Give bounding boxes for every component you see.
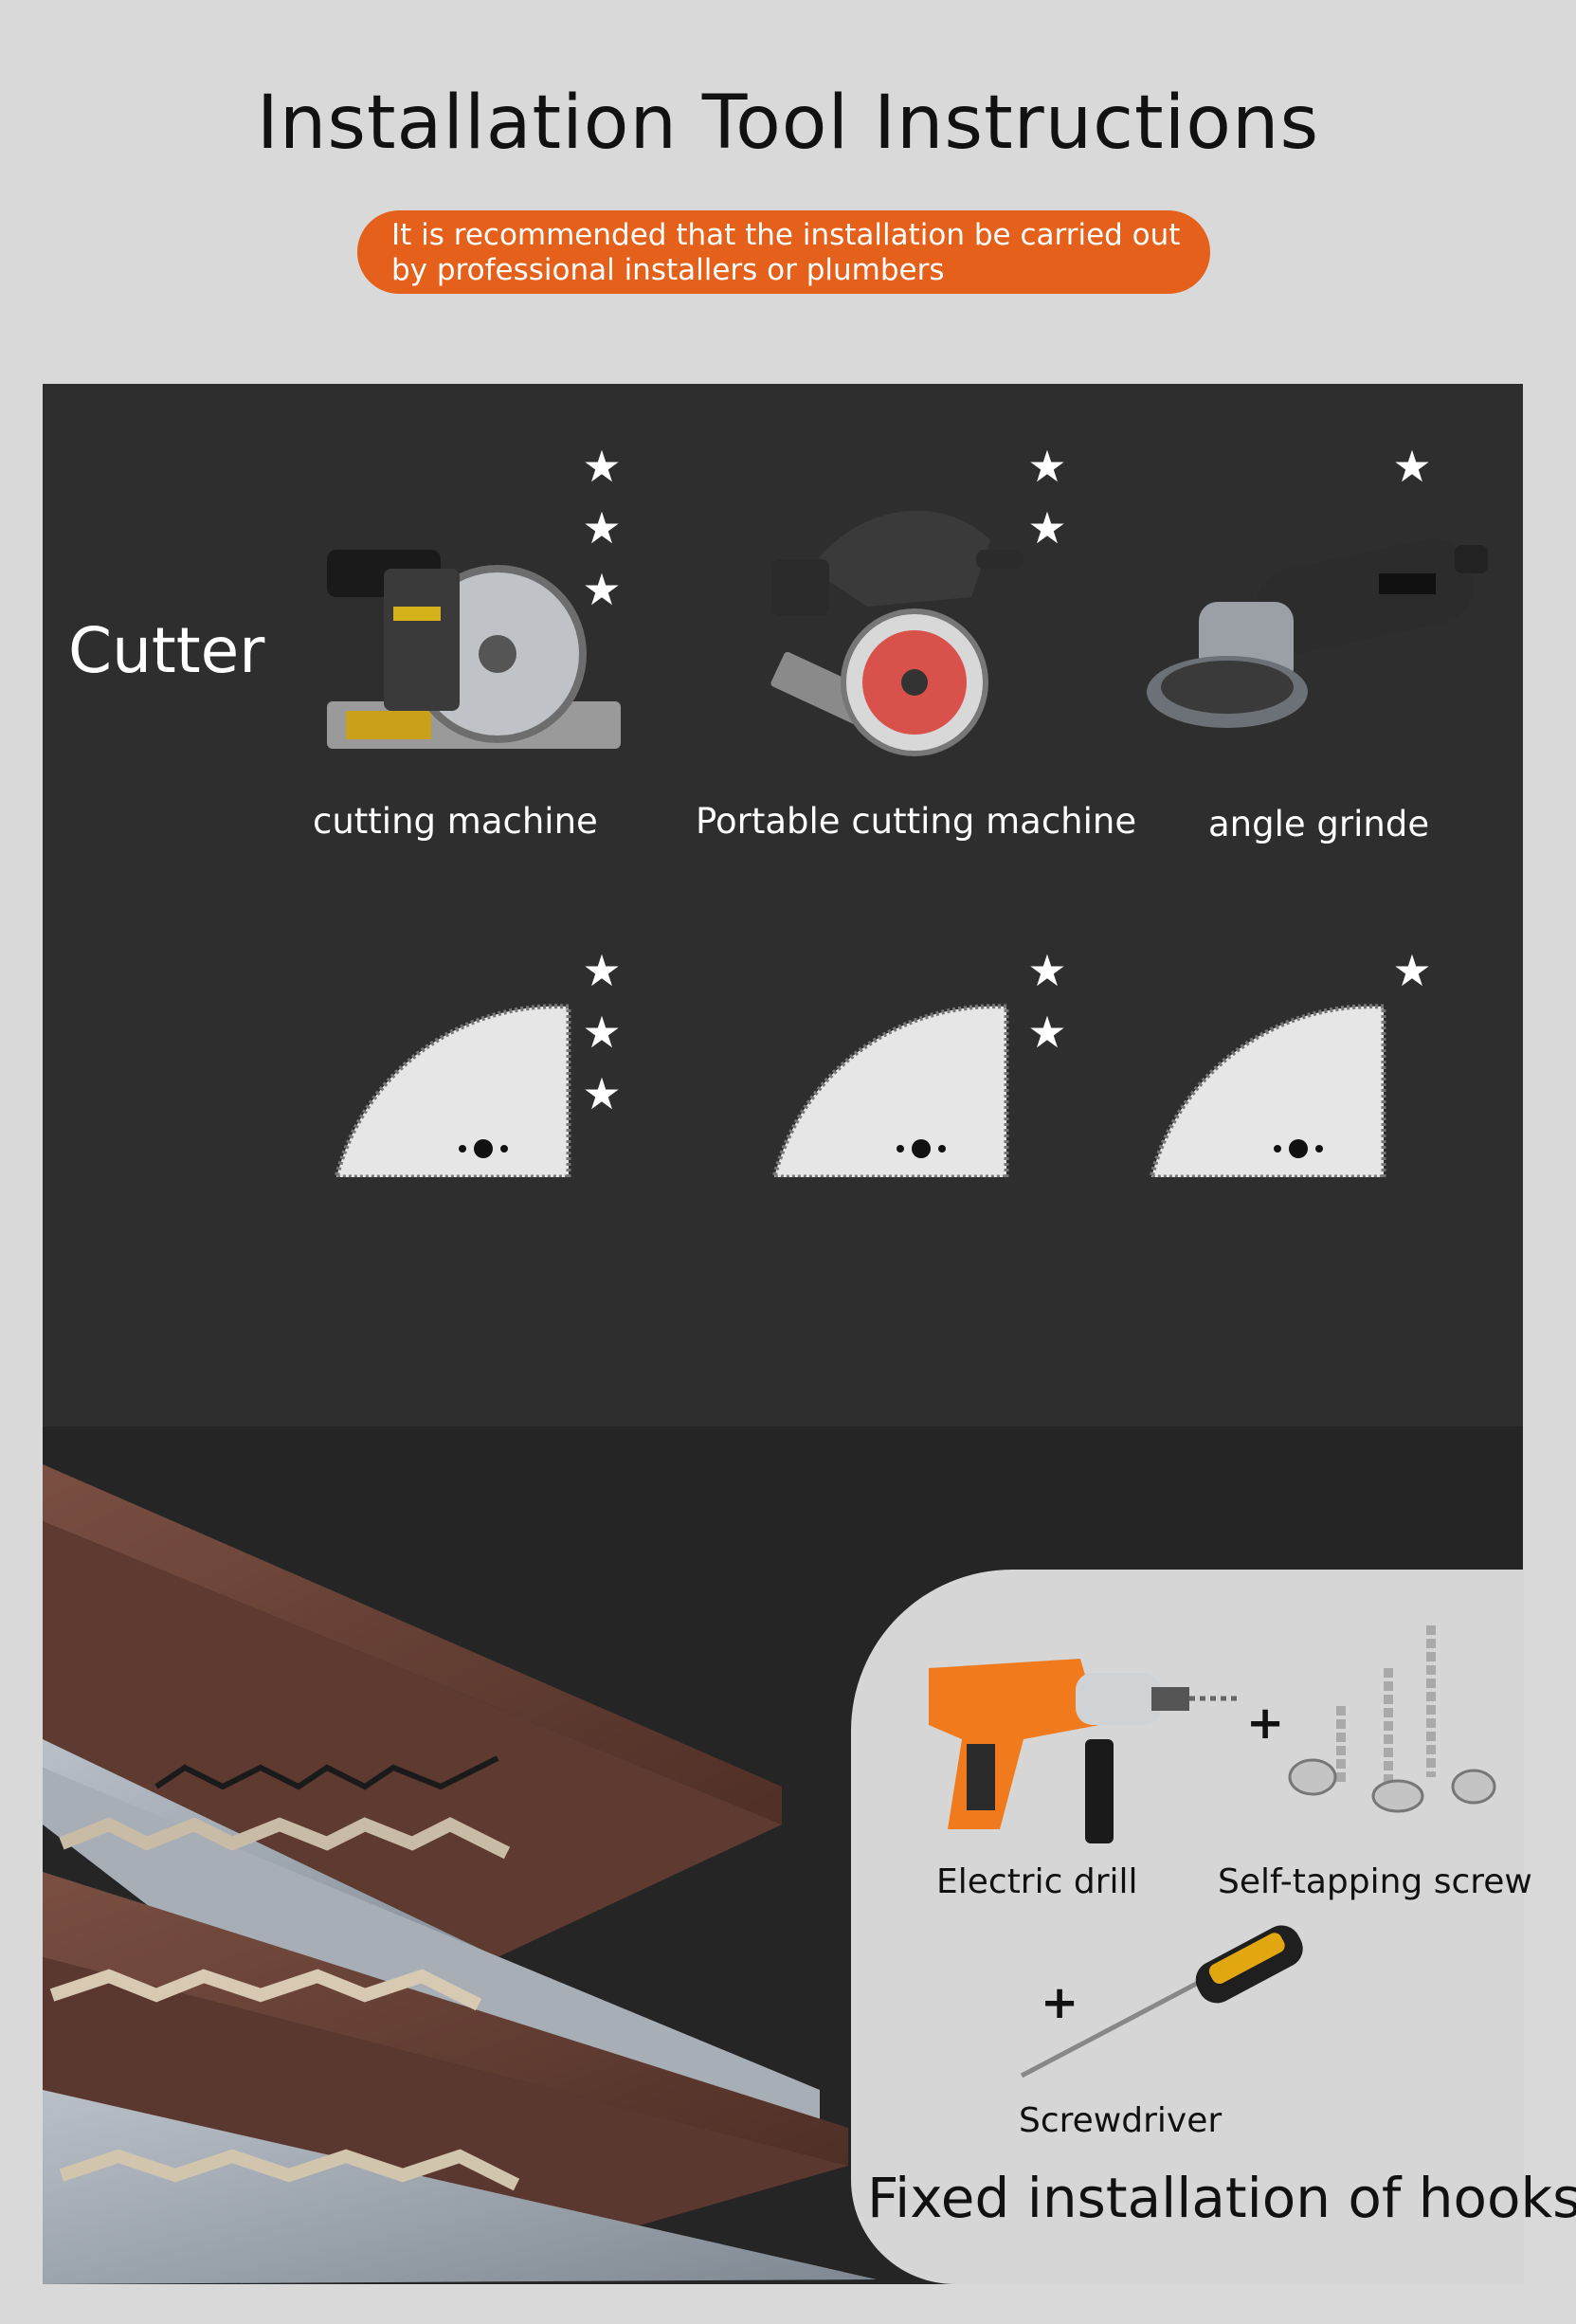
- electric-drill-icon: [929, 1659, 1241, 1843]
- hooks-section-title: Fixed installation of hooks: [867, 2166, 1576, 2230]
- rating-stars-blade-2: ★ ★: [1023, 940, 1071, 1063]
- star-icon: ★: [582, 564, 622, 615]
- hook-tool-label-screwdriver: Screwdriver: [1019, 2101, 1223, 2140]
- screw-icon: [1288, 1625, 1496, 1813]
- saw-blade-icon: [771, 1004, 1009, 1177]
- angle-grinder-icon: [1147, 538, 1488, 728]
- cutter-area: [43, 384, 1523, 1426]
- star-icon: ★: [1392, 945, 1432, 996]
- star-icon: ★: [1027, 945, 1067, 996]
- plus-icon: +: [1246, 1697, 1285, 1750]
- star-icon: ★: [1027, 502, 1067, 554]
- star-icon: ★: [582, 502, 622, 554]
- tool-label-angle-grinder: angle grinde: [1208, 804, 1430, 844]
- hook-tool-label-self-tapping-screw: Self-tapping screw: [1218, 1862, 1532, 1901]
- screwdriver-icon: [1020, 1925, 1303, 2079]
- star-icon: ★: [1392, 441, 1432, 492]
- miter-saw-icon: [327, 550, 621, 749]
- tool-label-portable-cutting-machine: Portable cutting machine: [696, 801, 1137, 842]
- star-icon: ★: [1027, 1007, 1067, 1058]
- page-title: Installation Tool Instructions: [256, 81, 1320, 166]
- saw-blade-icon: [1149, 1004, 1386, 1177]
- rating-stars-portable-cutting-machine: ★ ★: [1023, 436, 1071, 559]
- rating-stars-angle-grinder: ★: [1388, 436, 1436, 498]
- star-icon: ★: [1027, 441, 1067, 492]
- circular-saw-icon: [770, 510, 1023, 756]
- cutter-label: Cutter: [68, 614, 265, 687]
- rating-stars-blade-3: ★: [1388, 940, 1436, 1002]
- wall-panels-image: [43, 1464, 877, 2284]
- plus-icon: +: [1041, 1976, 1079, 2029]
- recommendation-line-2: by professional installers or plumbers: [391, 253, 945, 287]
- recommendation-line-1: It is recommended that the installation …: [391, 218, 1181, 252]
- recommendation-banner: It is recommended that the installation …: [357, 210, 1210, 294]
- rating-stars-cutting-machine: ★ ★ ★: [578, 436, 625, 621]
- star-icon: ★: [582, 945, 622, 996]
- rating-stars-blade-1: ★ ★ ★: [578, 940, 625, 1125]
- hook-tool-label-electric-drill: Electric drill: [936, 1862, 1138, 1901]
- star-icon: ★: [582, 441, 622, 492]
- saw-blade-icon: [334, 1004, 571, 1177]
- star-icon: ★: [582, 1068, 622, 1119]
- star-icon: ★: [582, 1007, 622, 1058]
- tool-label-cutting-machine: cutting machine: [313, 801, 598, 842]
